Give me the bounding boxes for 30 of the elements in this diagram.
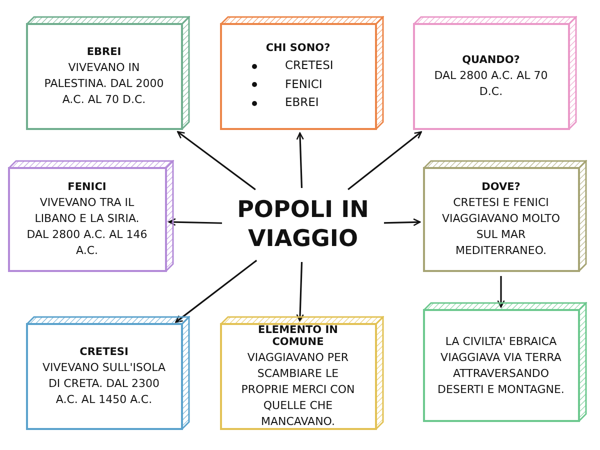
box-text: VIAGGIAVANO PER SCAMBIARE LE PROPRIE MERCI CON QUELLE CHE MANCAVANO.	[240, 350, 356, 430]
sketch-box	[26, 316, 190, 430]
box-text: DAL 2800 A.C. AL 70 D.C.	[433, 68, 549, 100]
box-text: VIVEVANO SULL'ISOLA DI CRETA. DAL 2300 A.C. AL 1450 A.C.	[41, 360, 167, 408]
box-text: VIVEVANO IN PALESTINA. DAL 2000 A.C. AL 70 D.C.	[43, 60, 165, 108]
arrow	[384, 218, 421, 226]
box-heading: ELEMENTO IN COMUNE	[257, 324, 339, 348]
sketch-box	[220, 16, 384, 130]
sketch-box	[423, 302, 587, 422]
box-heading: QUANDO?	[462, 54, 520, 66]
arrow	[296, 132, 304, 188]
box-heading: FENICI	[68, 181, 106, 194]
box-text: CRETESI E FENICI VIAGGIAVANO MOLTO SUL MAR MEDITERRANEO.	[440, 195, 562, 259]
box-text: LA CIVILTA' EBRAICA VIAGGIAVA VIA TERRA ATTRAVERSANDO DESERTI E MONTAGNE.	[437, 334, 565, 398]
sketch-box	[220, 316, 384, 430]
box-text: VIVEVANO TRA IL LIBANO E LA SIRIA. DAL 2800 A.C. AL 146 A.C.	[26, 195, 148, 259]
sketch-box	[413, 16, 577, 130]
title-text: POPOLI IN VIAGGIO	[226, 192, 380, 258]
list-item: EBREI	[285, 94, 319, 112]
sketch-box	[8, 160, 174, 272]
box-heading: CHI SONO?	[266, 42, 330, 54]
list-item: FENICI	[285, 76, 322, 93]
arrow	[348, 131, 422, 190]
box-heading: DOVE?	[482, 181, 520, 194]
box-heading: EBREI	[86, 46, 122, 58]
sketch-box	[26, 16, 190, 130]
list-item: CRETESI	[285, 57, 334, 74]
sketch-box	[423, 160, 587, 272]
box-heading: CRETESI	[80, 346, 128, 358]
arrow	[177, 131, 256, 190]
